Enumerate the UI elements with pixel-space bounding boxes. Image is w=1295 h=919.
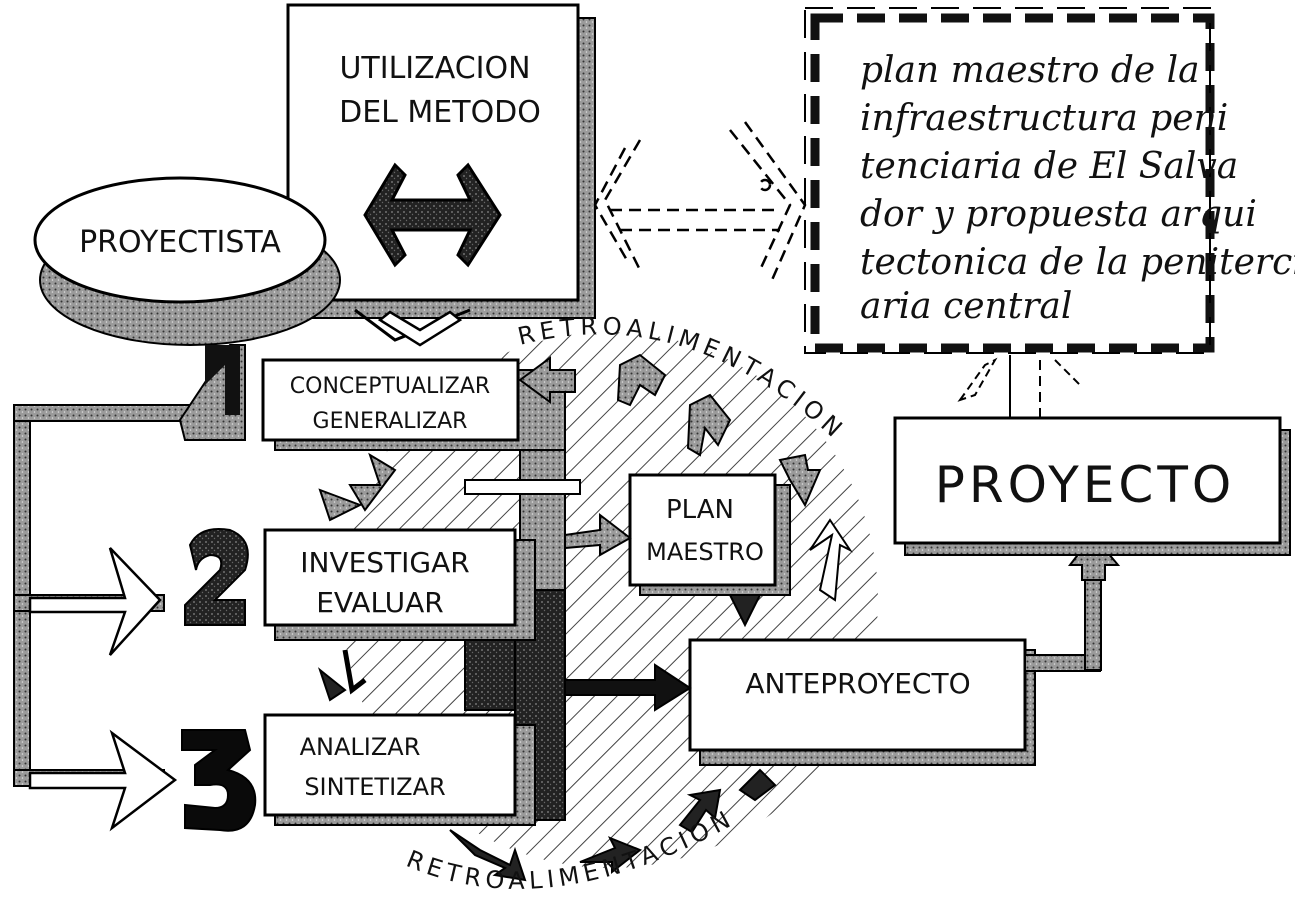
up-arrow-icon (809, 518, 853, 602)
feedback-arrows-top (518, 353, 853, 602)
plan-label-1: PLAN (666, 495, 734, 525)
proyecto-label: PROYECTO (935, 456, 1235, 514)
plan-maestro-box: PLAN MAESTRO (564, 473, 791, 628)
proyecto-box: PROYECTO (893, 355, 1291, 556)
proyectista-label: PROYECTISTA (79, 225, 281, 260)
note-line-5: tectonica de la peniterci (860, 242, 1295, 283)
investigar-box: INVESTIGAR EVALUAR (263, 528, 536, 641)
analizar-label-1: ANALIZAR (300, 733, 421, 761)
note-line-4: dor y propuesta arqui (860, 194, 1257, 235)
right-arrow-icon (28, 729, 178, 832)
conceptualizar-label-1: CONCEPTUALIZAR (290, 374, 490, 399)
investigar-label-1: INVESTIGAR (300, 546, 470, 579)
anteproyecto-label: ANTEPROYECTO (745, 667, 970, 700)
method-box: UTILIZACION DEL METODO (286, 3, 596, 347)
analizar-box: ANALIZAR SINTETIZAR (263, 713, 536, 826)
plan-label-2: MAESTRO (646, 538, 764, 566)
step-number-3 (181, 729, 257, 832)
feedback-arrows-bottom (449, 768, 777, 882)
investigar-label-2: EVALUAR (316, 586, 444, 619)
method-label-2: DEL METODO (339, 95, 541, 130)
conceptualizar-label-2: GENERALIZAR (313, 409, 468, 434)
method-label-1: UTILIZACION (339, 51, 530, 86)
dashed-double-arrow (593, 121, 807, 281)
left-loop-frame (13, 404, 215, 787)
entry-arrows (28, 547, 178, 832)
double-arrow-icon (363, 162, 502, 268)
step-down-arrows (317, 452, 397, 702)
right-arrow-icon (28, 547, 162, 656)
down-arrow-icon (377, 310, 463, 347)
step-number-2 (184, 528, 249, 626)
conceptualizar-box: CONCEPTUALIZAR GENERALIZAR (261, 358, 566, 451)
left-arrow-icon (518, 356, 576, 404)
note-line-1: plan maestro de la (860, 50, 1200, 91)
analizar-label-2: SINTETIZAR (304, 773, 445, 801)
note-box: plan maestro de la infraestructura peni … (804, 7, 1295, 354)
note-line-3: tenciaria de El Salva (860, 146, 1238, 187)
step-number-1 (178, 344, 246, 441)
note-line-2: infraestructura peni (860, 98, 1228, 139)
anteproyecto-box: ANTEPROYECTO (564, 638, 1036, 766)
note-line-6: aria central (860, 286, 1072, 327)
proyectista-ellipse: PROYECTISTA (33, 176, 341, 346)
